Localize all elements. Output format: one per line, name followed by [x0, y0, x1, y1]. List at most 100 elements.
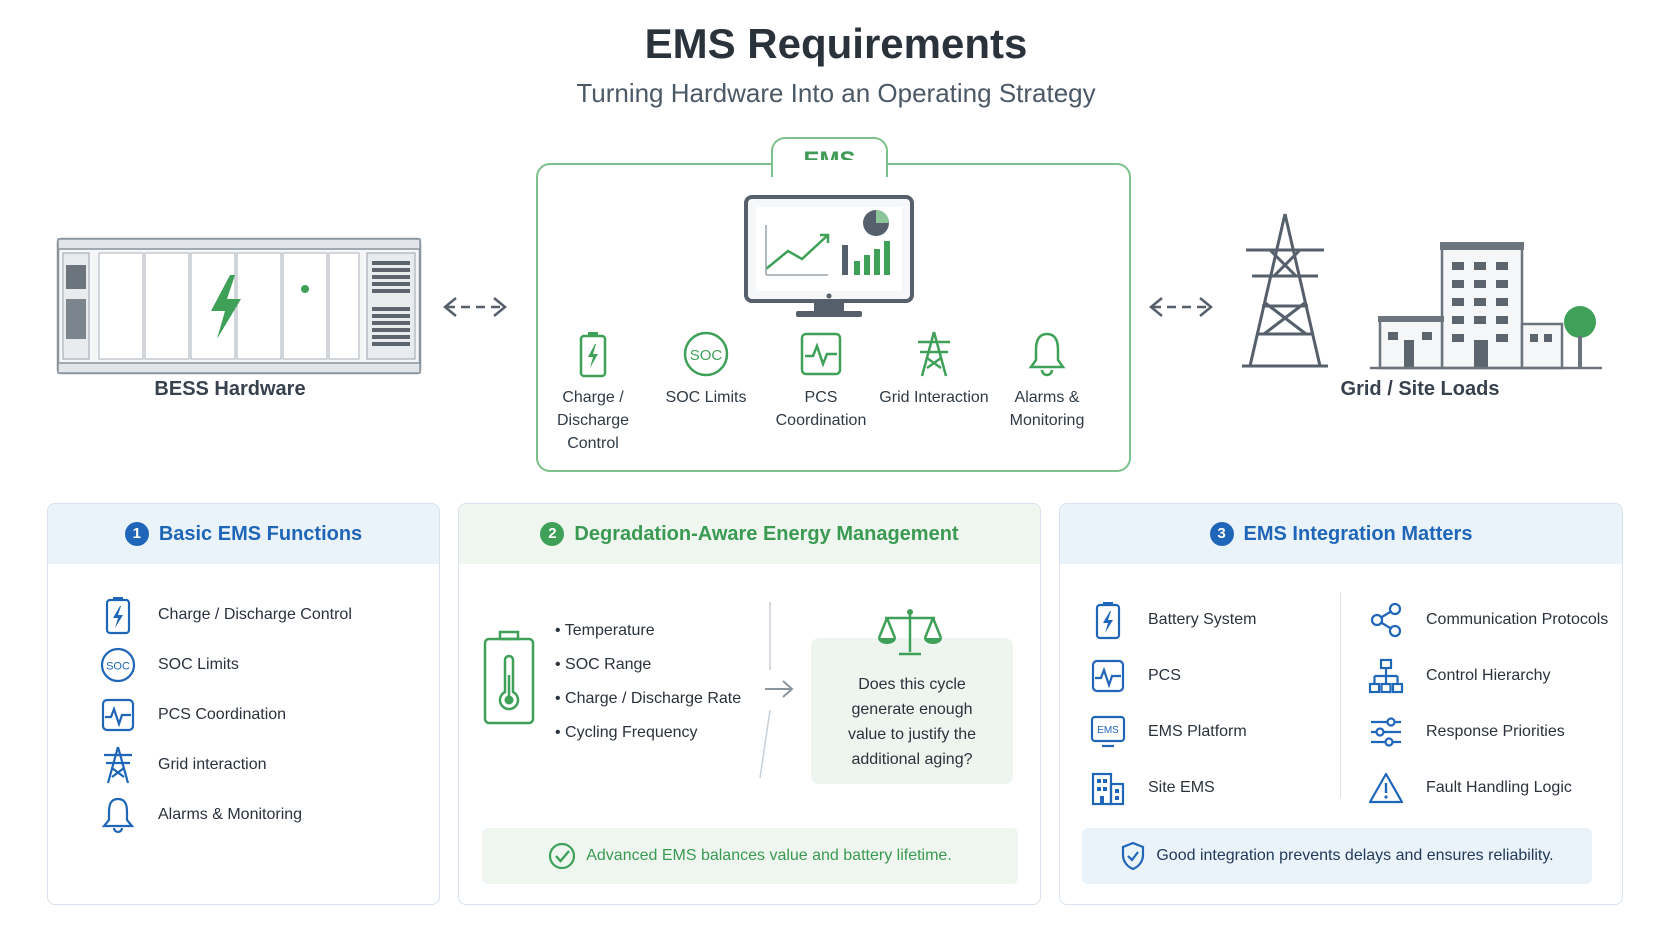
question-line: generate enough: [851, 701, 973, 718]
bess-hardware-label: BESS Hardware: [154, 378, 306, 400]
integration-banner: Good integration prevents delays and ens…: [1082, 828, 1592, 884]
svg-text:SOC: SOC: [106, 661, 130, 673]
question-line: Does this cycle: [858, 676, 966, 693]
site-building-icon: [1091, 772, 1125, 806]
list-item: SOC SOC Limits: [98, 640, 352, 690]
ems-feature-grid-interaction: Grid Interaction: [879, 330, 989, 409]
panel-title: Basic EMS Functions: [158, 522, 363, 545]
degradation-factors-list: • Temperature • SOC Range • Charge / Dis…: [555, 622, 741, 758]
factor-label: Temperature: [564, 622, 655, 639]
panel-title: EMS Integration Matters: [1243, 522, 1473, 545]
pcs-icon: [800, 332, 842, 376]
soc-icon: SOC: [100, 647, 136, 683]
pcs-icon: [1091, 659, 1125, 693]
integration-right-list: Communication Protocols Control Hierarch…: [1366, 592, 1608, 816]
panel-number-badge: 3: [1209, 522, 1234, 546]
list-item: PCS Coordination: [98, 690, 352, 740]
list-item: Charge / Discharge Control: [98, 590, 352, 640]
soc-icon: SOC: [683, 331, 729, 377]
list-item-label: Response Priorities: [1426, 723, 1565, 740]
banner-text: Good integration prevents delays and ens…: [1156, 847, 1554, 864]
list-item: Site EMS: [1088, 760, 1256, 816]
list-item-label: PCS: [1148, 667, 1181, 684]
banner-text: Advanced EMS balances value and battery …: [586, 847, 952, 864]
list-item-label: PCS Coordination: [158, 706, 287, 723]
ems-feature-soc-limits: SOC SOC Limits: [651, 330, 761, 409]
share-icon: [1370, 602, 1402, 638]
transmission-tower-icon: [1242, 213, 1328, 368]
list-item: • Charge / Discharge Rate: [555, 690, 742, 707]
ems-feature-label: Alarms & Monitoring: [1009, 389, 1085, 429]
balance-scale-icon: [877, 609, 943, 656]
panel-number-badge: 1: [124, 522, 149, 546]
list-item: Battery System: [1088, 592, 1256, 648]
bess-container-icon: [56, 237, 422, 375]
list-item-label: EMS Platform: [1148, 723, 1247, 740]
warning-icon: [1368, 772, 1404, 804]
pcs-icon: [101, 698, 135, 732]
degradation-banner: Advanced EMS balances value and battery …: [482, 828, 1018, 884]
ems-feature-pcs-coordination: PCS Coordination: [766, 330, 876, 432]
list-item: PCS: [1088, 648, 1256, 704]
list-item: Grid interaction: [98, 740, 352, 790]
battery-charge-icon: [1095, 602, 1121, 640]
shield-check-icon: [1122, 841, 1145, 871]
battery-thermometer-icon: [483, 630, 535, 725]
panel-number-badge: 2: [540, 522, 565, 546]
list-item: • Temperature: [555, 622, 655, 639]
bidirectional-arrow-left-icon: [443, 297, 507, 317]
list-item: Alarms & Monitoring: [98, 790, 352, 840]
list-item: EMS EMS Platform: [1088, 704, 1256, 760]
cycle-value-question: Does this cycle generate enough value to…: [811, 638, 1013, 784]
bidirectional-arrow-right-icon: [1149, 297, 1213, 317]
site-building-icon: [1370, 242, 1602, 370]
bell-icon: [1028, 332, 1066, 377]
grid-site-loads-label: Grid / Site Loads: [1340, 378, 1500, 400]
factor-label: Charge / Discharge Rate: [565, 690, 742, 707]
ems-tab: EMS: [771, 137, 888, 177]
integration-left-list: Battery System PCS EMS EMS Platform Site…: [1088, 592, 1256, 816]
question-line: additional aging?: [851, 751, 973, 768]
sliders-icon: [1371, 717, 1401, 747]
list-item-label: Battery System: [1148, 611, 1257, 628]
list-item-label: Grid interaction: [158, 756, 267, 773]
factor-label: Cycling Frequency: [565, 724, 698, 741]
battery-charge-icon: [105, 597, 131, 635]
factor-label: SOC Range: [565, 656, 652, 673]
ems-feature-label: SOC Limits: [665, 389, 747, 406]
transmission-tower-icon: [918, 331, 950, 377]
svg-text:SOC: SOC: [690, 347, 723, 364]
battery-charge-icon: [579, 332, 607, 378]
list-item-label: Alarms & Monitoring: [158, 806, 303, 823]
ems-tab-joint: [773, 160, 886, 168]
transmission-tower-icon: [104, 746, 132, 784]
list-item: • SOC Range: [555, 656, 652, 673]
page-title: EMS Requirements: [644, 20, 1028, 67]
basic-functions-list: Charge / Discharge Control SOC SOC Limit…: [98, 590, 352, 840]
list-item: • Cycling Frequency: [555, 724, 698, 741]
page-subtitle: Turning Hardware Into an Operating Strat…: [576, 78, 1096, 108]
panel-header: 3 EMS Integration Matters: [1060, 504, 1622, 564]
list-item-label: Fault Handling Logic: [1426, 779, 1572, 796]
panel-header: 1 Basic EMS Functions: [48, 504, 439, 564]
svg-text:EMS: EMS: [1097, 725, 1119, 736]
list-item: Response Priorities: [1366, 704, 1608, 760]
list-item: Control Hierarchy: [1366, 648, 1608, 704]
bell-icon: [101, 797, 135, 834]
ems-monitor-icon: EMS: [1090, 715, 1126, 748]
list-item-label: SOC Limits: [158, 656, 239, 673]
list-item-label: Control Hierarchy: [1426, 667, 1551, 684]
list-item-label: Communication Protocols: [1426, 611, 1609, 628]
list-item: Fault Handling Logic: [1366, 760, 1608, 816]
ems-feature-alarms-monitoring: Alarms & Monitoring: [992, 330, 1102, 432]
list-item: Communication Protocols: [1366, 592, 1608, 648]
panel-title: Degradation-Aware Energy Management: [574, 522, 959, 545]
divider-arrow-icon: [759, 602, 794, 779]
ems-monitor-icon: [744, 195, 914, 317]
question-line: value to justify the: [847, 726, 977, 743]
hierarchy-icon: [1368, 658, 1404, 694]
list-item-label: Site EMS: [1148, 779, 1215, 796]
integration-divider: [1340, 592, 1341, 798]
panel-header: 2 Degradation-Aware Energy Management: [459, 504, 1040, 564]
basic-ems-functions-panel: 1 Basic EMS Functions: [47, 503, 440, 905]
